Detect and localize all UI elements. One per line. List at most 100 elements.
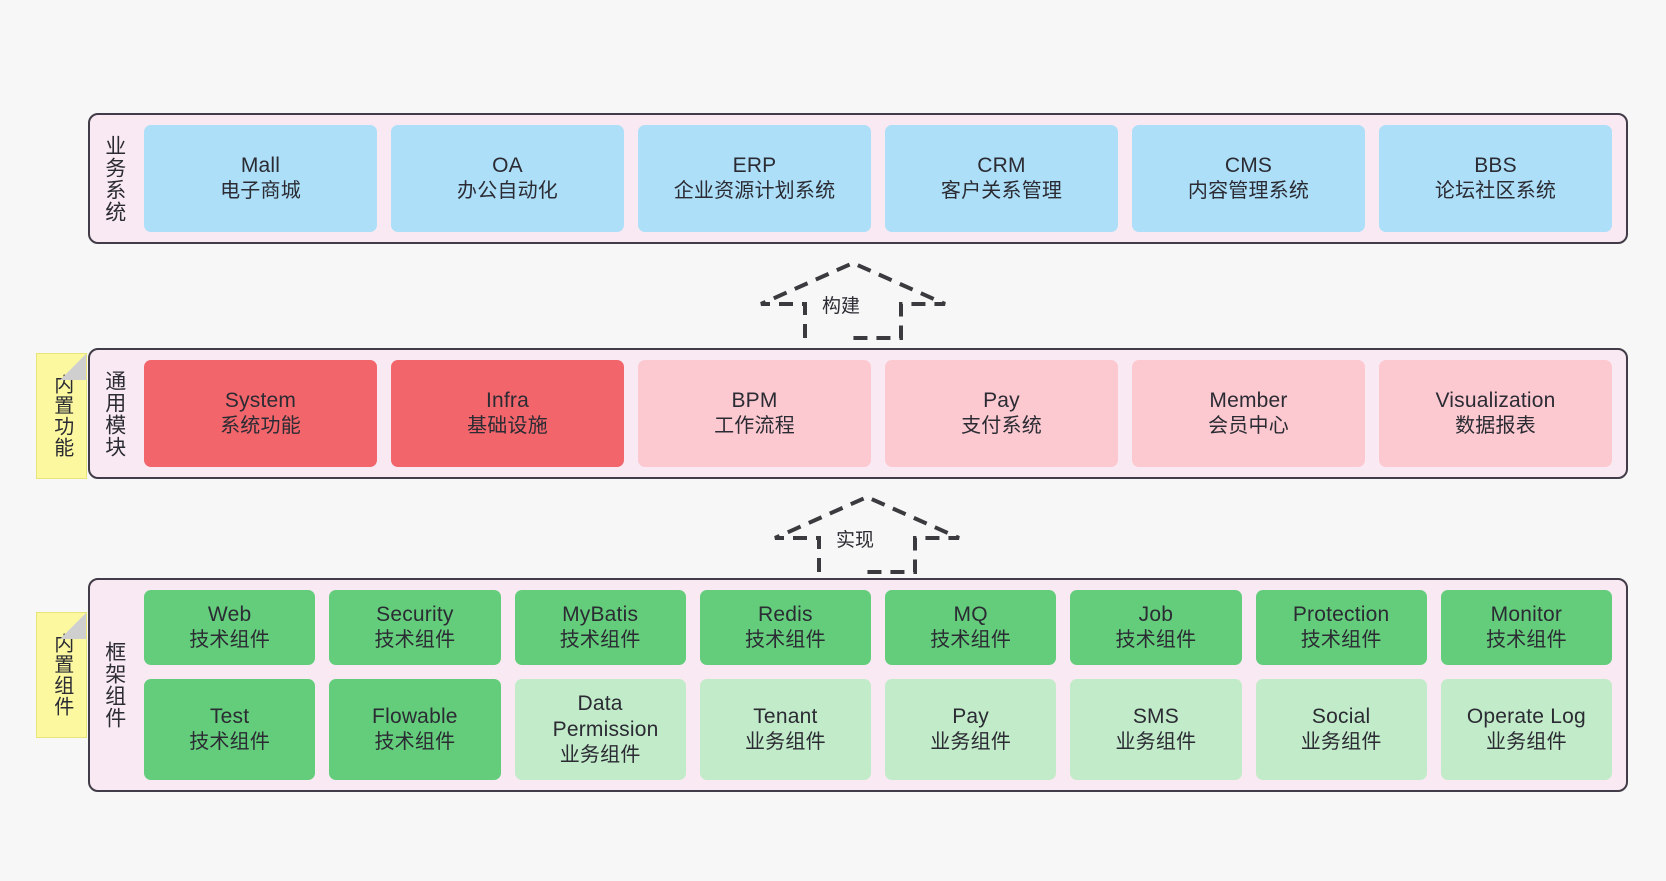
card-mq[interactable]: MQ 技术组件 [885,590,1057,665]
card-title: Pay [983,389,1020,413]
card-subtitle: 数据报表 [1455,415,1536,438]
card-monitor[interactable]: Monitor 技术组件 [1440,590,1612,665]
card-title: Data Permission [552,692,659,742]
layer-common-modules: 通用模块 System 系统功能 Infra 基础设施 BPM 工作流程 Pay… [88,348,1628,479]
card-subtitle: 业务组件 [1115,731,1197,754]
card-title: Tenant [753,705,818,729]
card-web[interactable]: Web 技术组件 [144,590,316,665]
card-subtitle: 技术组件 [930,629,1012,652]
card-title: Pay [952,705,990,729]
card-subtitle: 会员中心 [1208,415,1289,438]
card-tenant[interactable]: Tenant 业务组件 [699,678,871,780]
card-pay-module[interactable]: Pay 支付系统 [885,360,1118,467]
card-title: Member [1209,389,1288,413]
card-subtitle: 业务组件 [1300,731,1382,754]
layer-title-business-systems: 业务系统 [102,134,126,223]
card-mall[interactable]: Mall 电子商城 [144,125,377,232]
card-subtitle: 工作流程 [714,415,795,438]
card-pay-component[interactable]: Pay 业务组件 [885,678,1057,780]
arrow-build-icon [760,260,946,340]
card-title: Flowable [372,705,458,729]
card-subtitle: 技术组件 [744,629,826,652]
card-subtitle: 技术组件 [374,731,456,754]
card-subtitle: 业务组件 [930,731,1012,754]
card-data-permission[interactable]: Data Permission 业务组件 [514,678,686,780]
card-security[interactable]: Security 技术组件 [329,590,501,665]
card-rows: Web 技术组件 Security 技术组件 MyBatis 技术组件 Redi… [144,590,1612,780]
card-title: Protection [1292,603,1390,627]
card-subtitle: 系统功能 [220,415,301,438]
card-visualization[interactable]: Visualization 数据报表 [1379,360,1612,467]
layer-framework-components: 框架组件 Web 技术组件 Security 技术组件 MyBatis 技术组件 [88,578,1628,792]
card-subtitle: 技术组件 [1300,629,1382,652]
card-job[interactable]: Job 技术组件 [1070,590,1242,665]
card-test[interactable]: Test 技术组件 [144,678,316,780]
arrow-implement-label: 实现 [833,525,878,552]
sticky-note-builtin-components: 内置组件 [36,612,87,738]
card-title: MyBatis [562,603,639,627]
card-title: Web [207,603,252,627]
card-row-business: Test 技术组件 Flowable 技术组件 Data Permission … [144,678,1612,780]
card-mybatis[interactable]: MyBatis 技术组件 [514,590,686,665]
card-subtitle: 支付系统 [961,415,1042,438]
layer-business-systems: 业务系统 Mall 电子商城 OA 办公自动化 ERP 企业资源计划系统 CRM… [88,113,1628,244]
card-title: Test [209,705,250,729]
card-sms[interactable]: SMS 业务组件 [1070,678,1242,780]
card-oa[interactable]: OA 办公自动化 [391,125,624,232]
card-title: Redis [758,603,813,627]
card-subtitle: 技术组件 [1115,629,1197,652]
card-title: BPM [731,389,778,413]
card-title: Visualization [1435,389,1556,413]
card-bpm[interactable]: BPM 工作流程 [638,360,871,467]
card-title: Mall [240,154,281,178]
card-erp[interactable]: ERP 企业资源计划系统 [638,125,871,232]
card-redis[interactable]: Redis 技术组件 [699,590,871,665]
card-title: Infra [485,389,530,413]
card-flowable[interactable]: Flowable 技术组件 [329,678,501,780]
layer-title-common-modules: 通用模块 [102,369,126,458]
card-title: Social [1311,705,1371,729]
arrow-build-label: 构建 [819,291,864,318]
card-title: Operate Log [1466,705,1586,729]
card-row: Mall 电子商城 OA 办公自动化 ERP 企业资源计划系统 CRM 客户关系… [144,125,1612,232]
card-crm[interactable]: CRM 客户关系管理 [885,125,1118,232]
card-subtitle: 内容管理系统 [1187,180,1310,203]
card-title: Monitor [1490,603,1563,627]
card-title: MQ [953,603,988,627]
card-social[interactable]: Social 业务组件 [1255,678,1427,780]
card-row: System 系统功能 Infra 基础设施 BPM 工作流程 Pay 支付系统… [144,360,1612,467]
card-system[interactable]: System 系统功能 [144,360,377,467]
card-bbs[interactable]: BBS 论坛社区系统 [1379,125,1612,232]
card-subtitle: 业务组件 [744,731,826,754]
card-title: CMS [1224,154,1273,178]
arrow-implement-icon [774,494,960,574]
card-cms[interactable]: CMS 内容管理系统 [1132,125,1365,232]
card-subtitle: 技术组件 [559,629,641,652]
arrow-build: 构建 [757,258,949,348]
sticky-note-label: 内置功能 [50,374,73,458]
card-subtitle: 论坛社区系统 [1434,180,1557,203]
card-title: BBS [1474,154,1517,178]
card-operate-log[interactable]: Operate Log 业务组件 [1440,678,1612,780]
card-title: Job [1138,603,1174,627]
card-subtitle: 业务组件 [559,744,641,767]
card-subtitle: 基础设施 [467,415,548,438]
layer-body-common-modules: System 系统功能 Infra 基础设施 BPM 工作流程 Pay 支付系统… [138,350,1626,477]
layer-title-framework-components: 框架组件 [102,641,126,729]
layer-body-business-systems: Mall 电子商城 OA 办公自动化 ERP 企业资源计划系统 CRM 客户关系… [138,115,1626,242]
card-subtitle: 业务组件 [1485,731,1567,754]
card-title: System [224,389,297,413]
card-subtitle: 技术组件 [189,629,271,652]
card-row-technical: Web 技术组件 Security 技术组件 MyBatis 技术组件 Redi… [144,590,1612,665]
card-subtitle: 技术组件 [189,731,271,754]
card-title: CRM [977,154,1026,178]
arrow-implement: 实现 [771,492,963,582]
card-subtitle: 技术组件 [1485,629,1567,652]
card-subtitle: 客户关系管理 [940,180,1063,203]
card-member[interactable]: Member 会员中心 [1132,360,1365,467]
card-title: Security [376,603,454,627]
card-infra[interactable]: Infra 基础设施 [391,360,624,467]
card-protection[interactable]: Protection 技术组件 [1255,590,1427,665]
card-title: OA [492,154,523,178]
